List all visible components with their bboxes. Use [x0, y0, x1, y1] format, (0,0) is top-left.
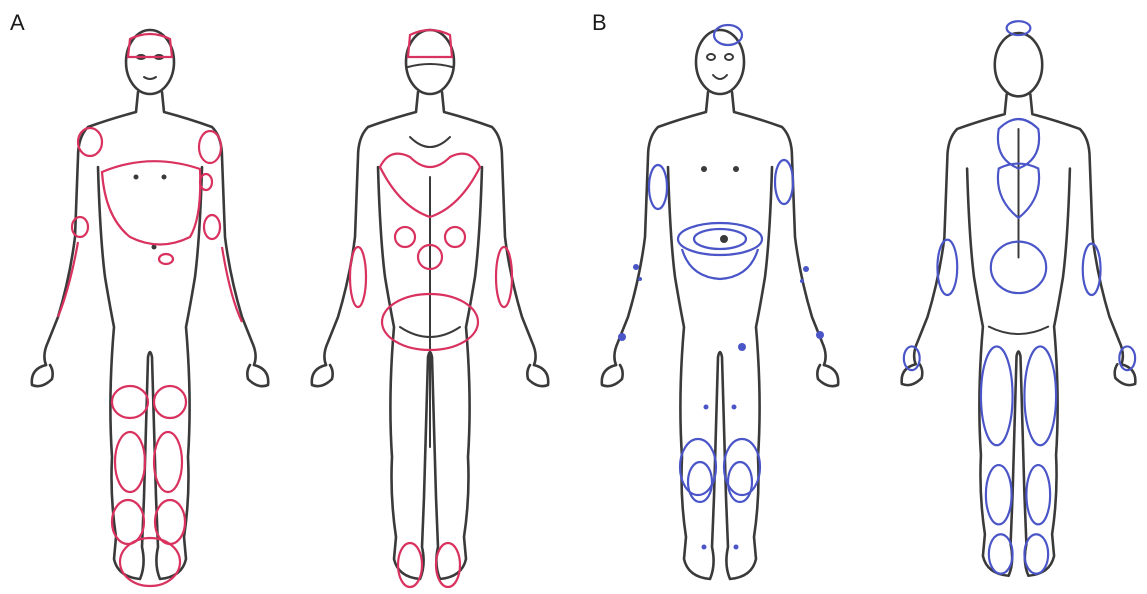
face [137, 55, 163, 79]
pain-markings [904, 21, 1135, 574]
panel-a-front-figure [20, 0, 280, 594]
pain-dots [618, 264, 824, 550]
face [707, 54, 733, 79]
pain-markings [649, 25, 793, 502]
panel-a-back-figure [300, 0, 560, 594]
panel-b-back-figure [890, 0, 1147, 594]
pain-markings [58, 34, 242, 586]
panel-b-front-figure [590, 0, 850, 594]
